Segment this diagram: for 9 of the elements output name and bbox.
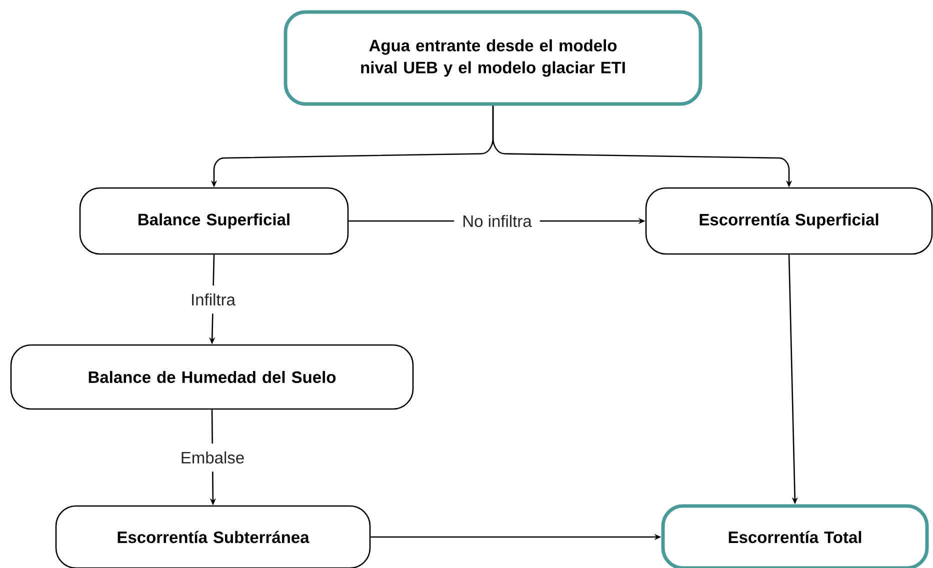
edge-label: Infiltra [182, 285, 244, 314]
process-box: Escorrentía Total [661, 504, 929, 568]
process-box: Balance Superficial [79, 187, 349, 255]
process-box: Agua entrante desde el modelo nival UEB y el modelo glaciar ETI [284, 10, 702, 106]
process-box: Escorrentía Subterránea [55, 505, 371, 568]
edge-label: Embalse [172, 443, 253, 472]
process-box: Balance de Humedad del Suelo [10, 344, 414, 410]
edge-label: No infiltra [454, 206, 540, 236]
process-box: Escorrentía Superficial [645, 187, 933, 255]
